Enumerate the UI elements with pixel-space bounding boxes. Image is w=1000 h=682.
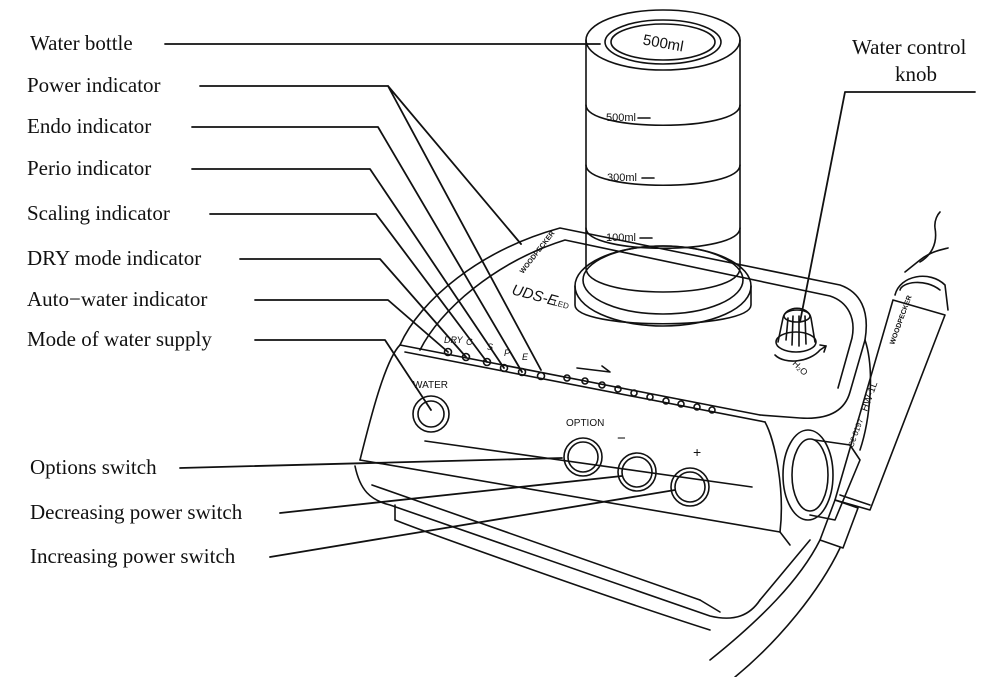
led-endo: [517, 367, 527, 377]
leader-scaling-indicator: [209, 213, 488, 363]
option-button[interactable]: [563, 437, 603, 477]
led-auto-water: [443, 347, 453, 357]
leader-mode-water-supply: [254, 339, 432, 411]
label-decreasing-power-switch: Decreasing power switch: [30, 500, 243, 524]
plus-button[interactable]: [670, 467, 710, 507]
handpiece-model: HW-1L: [859, 380, 880, 413]
indicator-label-s: S: [487, 342, 493, 352]
indicator-label-dry: DRY: [444, 335, 464, 345]
bottle-cap-label: 500ml: [642, 32, 685, 56]
bottle-cap: [604, 19, 722, 65]
model-badge: LED: [552, 298, 570, 311]
leader-power-indicator: [199, 85, 542, 371]
indicator-label-c: C: [466, 337, 473, 347]
led-perio: [499, 363, 509, 373]
bottle-mark-300: 300ml: [607, 172, 637, 184]
leader-water-control-knob: [799, 91, 976, 323]
minus-button[interactable]: [617, 452, 657, 492]
leader-endo-indicator: [191, 126, 523, 373]
label-endo-indicator: Endo indicator: [27, 114, 152, 138]
indicator-label-e: E: [522, 352, 529, 362]
water-control-knob[interactable]: [774, 307, 827, 362]
handpiece[interactable]: [819, 211, 949, 549]
leader-perio-indicator: [191, 168, 505, 369]
knob-label: H₂O: [791, 358, 810, 377]
led-dry-mode: [461, 352, 471, 362]
leader-auto-water-indicator: [254, 299, 449, 353]
brand-logo-text: WOODPECKER: [519, 230, 556, 275]
leader-decreasing-power: [279, 475, 623, 514]
label-auto-water-indicator: Auto−water indicator: [27, 287, 208, 311]
led-power: [536, 371, 546, 381]
handpiece-cable: [709, 539, 841, 678]
led-scaling: [482, 357, 492, 367]
power-level-leds: [563, 365, 716, 414]
bottle-mark-100: 100ml: [606, 232, 636, 244]
leader-lines: [164, 43, 976, 558]
scaler-base: [354, 227, 872, 631]
indicator-label-p: P: [504, 348, 510, 358]
label-increasing-power-switch: Increasing power switch: [30, 544, 236, 568]
label-water-control-knob-1: Water control: [852, 35, 967, 59]
water-button-label: WATER: [413, 380, 448, 391]
label-options-switch: Options switch: [30, 455, 157, 479]
label-water-control-knob-2: knob: [895, 62, 937, 86]
option-button-label: OPTION: [566, 418, 604, 429]
leader-options-switch: [179, 457, 563, 469]
water-bottle: [574, 9, 752, 327]
minus-symbol: −: [617, 430, 626, 447]
water-button[interactable]: [412, 395, 450, 433]
label-mode-water-supply: Mode of water supply: [27, 327, 212, 351]
bottle-top: [585, 9, 741, 71]
label-scaling-indicator: Scaling indicator: [27, 201, 170, 225]
label-dry-mode-indicator: DRY mode indicator: [27, 246, 202, 270]
leader-dry-mode-indicator: [239, 258, 467, 358]
label-water-bottle: Water bottle: [30, 31, 133, 55]
plus-symbol: +: [693, 444, 701, 460]
indicator-leds: [443, 347, 546, 381]
handpiece-holder: [782, 429, 861, 521]
leader-increasing-power: [269, 489, 676, 558]
bottle-mark-500: 500ml: [606, 112, 636, 124]
label-perio-indicator: Perio indicator: [27, 156, 152, 180]
label-power-indicator: Power indicator: [27, 73, 161, 97]
